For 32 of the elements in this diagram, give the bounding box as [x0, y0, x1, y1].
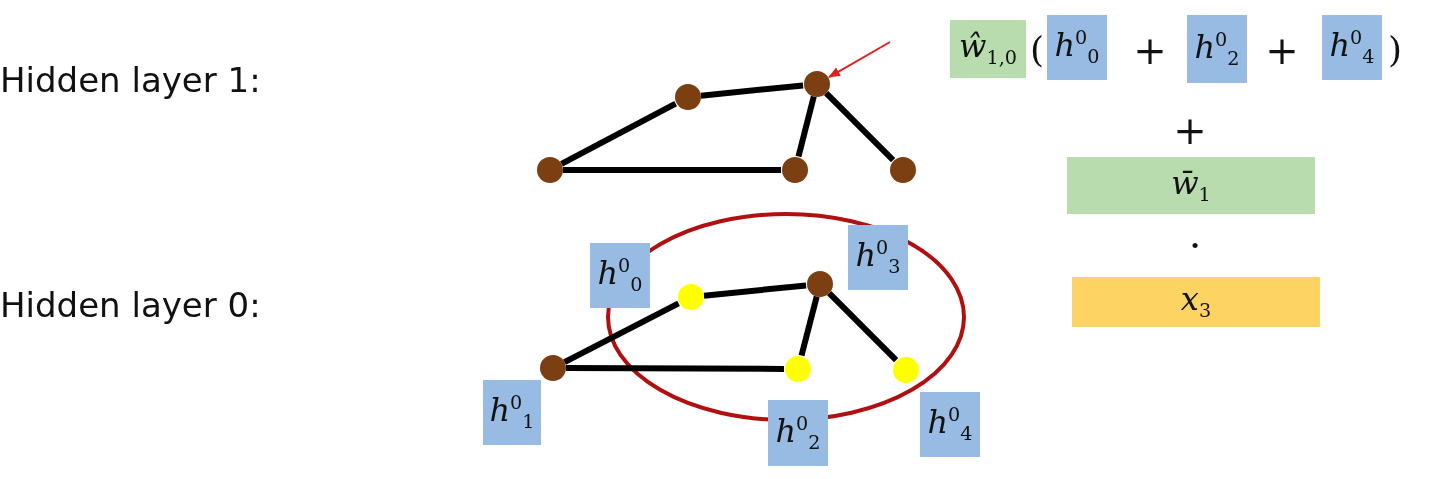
graph-node	[675, 84, 701, 110]
plus-sign: +	[1132, 26, 1168, 75]
plus-sign: +	[1172, 106, 1208, 155]
math-term: x$_{3}$	[1072, 277, 1320, 327]
graph-node	[893, 357, 919, 383]
graph-node	[537, 157, 563, 183]
graph-node	[890, 157, 916, 183]
graph-node	[540, 355, 566, 381]
graph-edge	[798, 295, 820, 357]
graph-edge	[560, 100, 678, 167]
graph-edge	[827, 291, 899, 363]
graph-edge	[563, 300, 680, 365]
graph-node	[807, 271, 833, 297]
graph-edge	[563, 167, 781, 173]
parenthesis: )	[1386, 28, 1403, 72]
graph-edge	[795, 95, 817, 158]
graph-node	[804, 71, 830, 97]
graph-node	[678, 284, 704, 310]
parenthesis: (	[1028, 28, 1045, 72]
graph-node	[782, 157, 808, 183]
math-term: ŵ$_{1,0}$	[950, 20, 1026, 78]
layer-label: Hidden layer 1:	[0, 59, 262, 102]
plus-sign: +	[1264, 26, 1300, 75]
arrow	[828, 41, 891, 78]
graph-edge	[700, 82, 804, 99]
graph-edge	[824, 91, 896, 163]
graph-node	[785, 356, 811, 382]
graph-edge	[565, 365, 784, 372]
math-term: w̄$_{1}$	[1067, 157, 1315, 214]
dot-operator: ·	[1187, 225, 1203, 265]
graph-edge	[703, 282, 807, 299]
layer-label: Hidden layer 0:	[0, 284, 262, 327]
